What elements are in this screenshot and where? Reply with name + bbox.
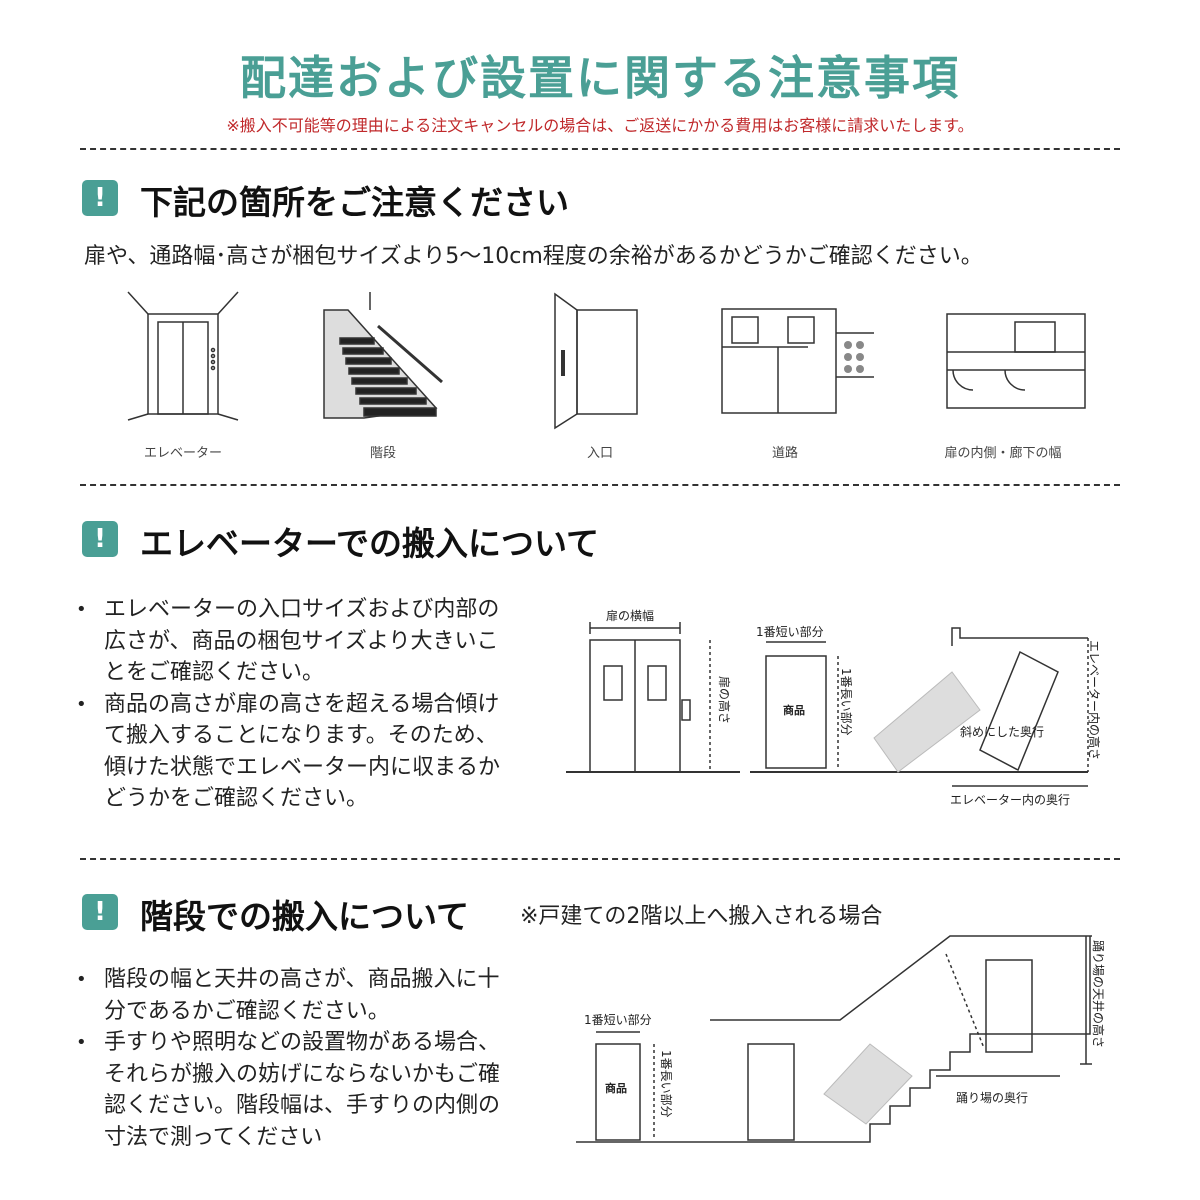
label-elevator-height: エレベーター内の高さ [1087, 640, 1100, 760]
list-item: 商品の高さが扉の高さを超える場合傾けて搬入することになります。そのため、傾けた状… [76, 689, 504, 815]
exclamation-icon: ! [82, 180, 118, 216]
stairs-checklist: 階段の幅と天井の高さが、商品搬入に十分であるかご確認ください。 手すりや照明など… [76, 964, 504, 1153]
divider [80, 148, 1120, 150]
list-item: 手すりや照明などの設置物がある場合、それらが搬入の妨げにならないかもご確認くださ… [76, 1027, 504, 1153]
label-product: 商品 [605, 1081, 627, 1095]
hallway-floorplan-illustration [946, 313, 1086, 409]
stairs-diagram: 1番短い部分 商品 踊り場の奥行 1番長い部分 踊り場の天井の高さ [576, 935, 1106, 1143]
exclamation-icon: ! [82, 894, 118, 930]
label-longest-side: 1番長い部分 [659, 1050, 674, 1118]
cancellation-notice: ※搬入不可能等の理由による注文キャンセルの場合は、ご返送にかかる費用はお客様に請… [226, 116, 974, 135]
stairs-illustration [323, 292, 443, 419]
label-entrance: 入口 [586, 446, 613, 461]
elevator-illustration [127, 291, 239, 421]
elevator-diagram: 扉の横幅 1番短い部分 商品 斜めにした奥行 エレベーター内の奥行 扉の高さ 1… [566, 608, 1100, 807]
label-door-width: 扉の横幅 [606, 608, 654, 623]
label-elevator: エレベーター [143, 446, 222, 461]
label-door-inside-hallway-width: 扉の内側・廊下の幅 [944, 446, 1062, 461]
label-diagonal-depth: 斜めにした奥行 [960, 725, 1044, 739]
label-elevator-depth: エレベーター内の奥行 [950, 793, 1070, 807]
divider [80, 484, 1120, 486]
label-landing-depth: 踊り場の奥行 [956, 1091, 1028, 1105]
clearance-note: 扉や、通路幅･高さが梱包サイズより5～10cm程度の余裕があるかどうかご確認くだ… [84, 244, 983, 269]
divider [80, 858, 1120, 860]
label-landing-ceiling-height: 踊り場の天井の高さ [1091, 940, 1106, 1048]
list-item: エレベーターの入口サイズおよび内部の広さが、商品の梱包サイズより大きいことをご確… [76, 594, 504, 689]
elevator-checklist: エレベーターの入口サイズおよび内部の広さが、商品の梱包サイズより大きいことをご確… [76, 594, 504, 815]
exclamation-icon: ! [82, 521, 118, 557]
section-title-elevator-delivery: エレベーターでの搬入について [140, 524, 600, 563]
label-shortest-side: 1番短い部分 [584, 1012, 652, 1027]
label-shortest-side: 1番短い部分 [756, 624, 824, 639]
section-title-stairs-delivery: 階段での搬入について [140, 897, 470, 936]
label-door-height: 扉の高さ [717, 676, 732, 724]
section-title-caution-points: 下記の箇所をご注意ください [140, 183, 569, 222]
label-product: 商品 [783, 703, 805, 717]
label-road: 道路 [771, 446, 798, 461]
label-longest-side: 1番長い部分 [839, 668, 854, 736]
road-floorplan-illustration [721, 308, 874, 414]
list-item: 階段の幅と天井の高さが、商品搬入に十分であるかご確認ください。 [76, 964, 504, 1027]
label-stairs: 階段 [369, 446, 396, 461]
stairs-note: ※戸建ての2階以上へ搬入される場合 [520, 904, 883, 929]
page-title: 配達および設置に関する注意事項 [240, 51, 960, 105]
entrance-door-illustration [554, 292, 638, 430]
